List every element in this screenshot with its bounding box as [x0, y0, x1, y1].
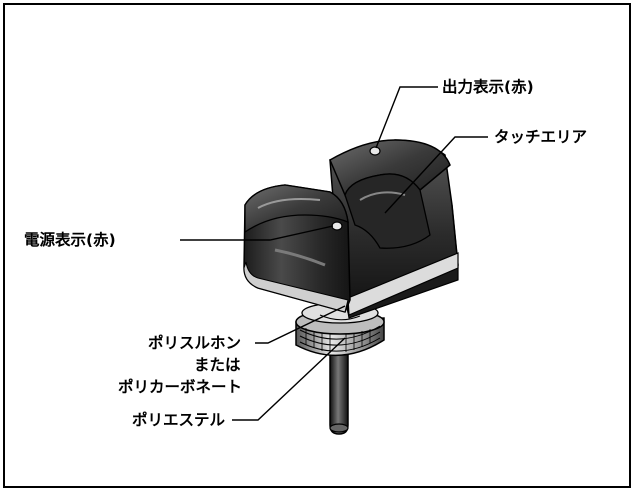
label-touch-area: タッチエリア	[494, 128, 587, 146]
leader-output	[375, 86, 438, 149]
leader-power	[180, 225, 334, 241]
leader-lines	[180, 86, 488, 421]
label-output-indicator: 出力表示(赤)	[442, 77, 534, 96]
label-material-line3: ポリカーボネート	[118, 377, 242, 396]
label-polyester: ポリエステル	[132, 410, 226, 429]
leader-touch	[384, 136, 488, 214]
cable	[329, 344, 349, 435]
sensor-body	[243, 139, 459, 319]
leader-material	[255, 305, 346, 344]
label-material-line1: ポリスルホン	[148, 333, 241, 352]
label-material-line2: または	[194, 356, 241, 374]
label-power-indicator: 電源表示(赤)	[24, 230, 116, 249]
leader-polyester	[232, 337, 346, 421]
